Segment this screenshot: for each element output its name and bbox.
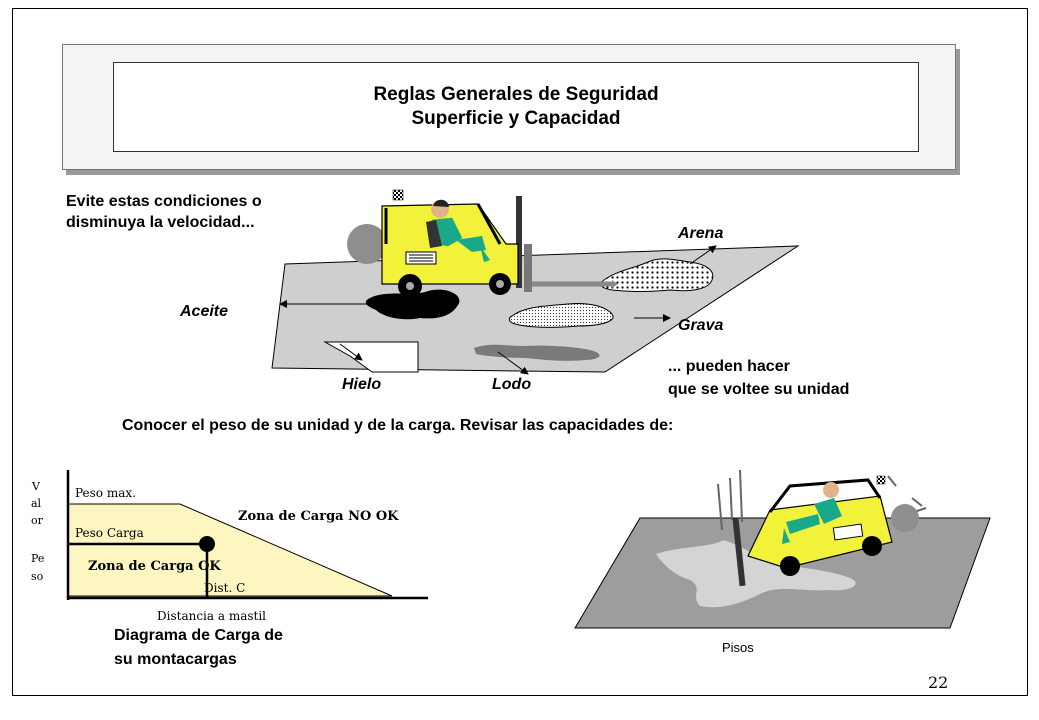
lodo-arrow xyxy=(497,351,529,375)
label-aceite: Aceite xyxy=(180,303,229,320)
title-line-2: Superficie y Capacidad xyxy=(411,108,621,129)
label-arena: Arena xyxy=(678,225,724,242)
floors-caption: Pisos xyxy=(722,640,754,655)
title-line-1: Reglas Generales de Seguridad xyxy=(373,84,659,105)
warning-line-1: ... pueden hacer xyxy=(668,358,790,375)
dist-c-label: Dist. C xyxy=(204,581,246,595)
label-lodo: Lodo xyxy=(492,376,532,393)
y-axis-label-3: or xyxy=(31,514,43,527)
floor-crack xyxy=(656,540,856,608)
sand-patch xyxy=(600,258,714,292)
intro-line-2: disminuya la velocidad... xyxy=(66,214,255,231)
title-box: Reglas Generales de Seguridad Superficie… xyxy=(113,62,919,152)
chart-caption-line-1: Diagrama de Carga de xyxy=(114,627,283,644)
peso-carga-label: Peso Carga xyxy=(75,526,144,540)
oil-spill xyxy=(365,289,460,320)
x-axis-label: Distancia a mastil xyxy=(157,609,267,623)
zone-ok-label: Zona de Carga OK xyxy=(88,559,221,574)
forklift-illustration-top xyxy=(347,189,618,298)
y-axis-label-5: so xyxy=(31,570,44,583)
floors-illustration xyxy=(574,469,991,629)
arena-arrow xyxy=(689,245,717,265)
chart-caption-line-2: su montacargas xyxy=(114,651,237,668)
hielo-arrow xyxy=(339,343,363,361)
load-point xyxy=(199,536,215,552)
page-number: 22 xyxy=(928,673,949,692)
peso-max-label: Peso max. xyxy=(75,486,136,500)
label-grava: Grava xyxy=(678,317,724,334)
zone-not-ok-label: Zona de Carga NO OK xyxy=(238,509,399,524)
gravel-patch xyxy=(508,303,614,328)
warning-line-2: que se voltee su unidad xyxy=(668,381,850,398)
load-chart xyxy=(66,470,428,600)
intro-line-1: Evite estas condiciones o xyxy=(66,193,262,210)
y-axis-label-1: V xyxy=(32,480,40,493)
y-axis-label-2: al xyxy=(31,497,42,510)
label-hielo: Hielo xyxy=(342,376,382,393)
y-axis-label-4: Pe xyxy=(31,552,45,565)
capacity-text: Conocer el peso de su unidad y de la car… xyxy=(122,417,674,434)
